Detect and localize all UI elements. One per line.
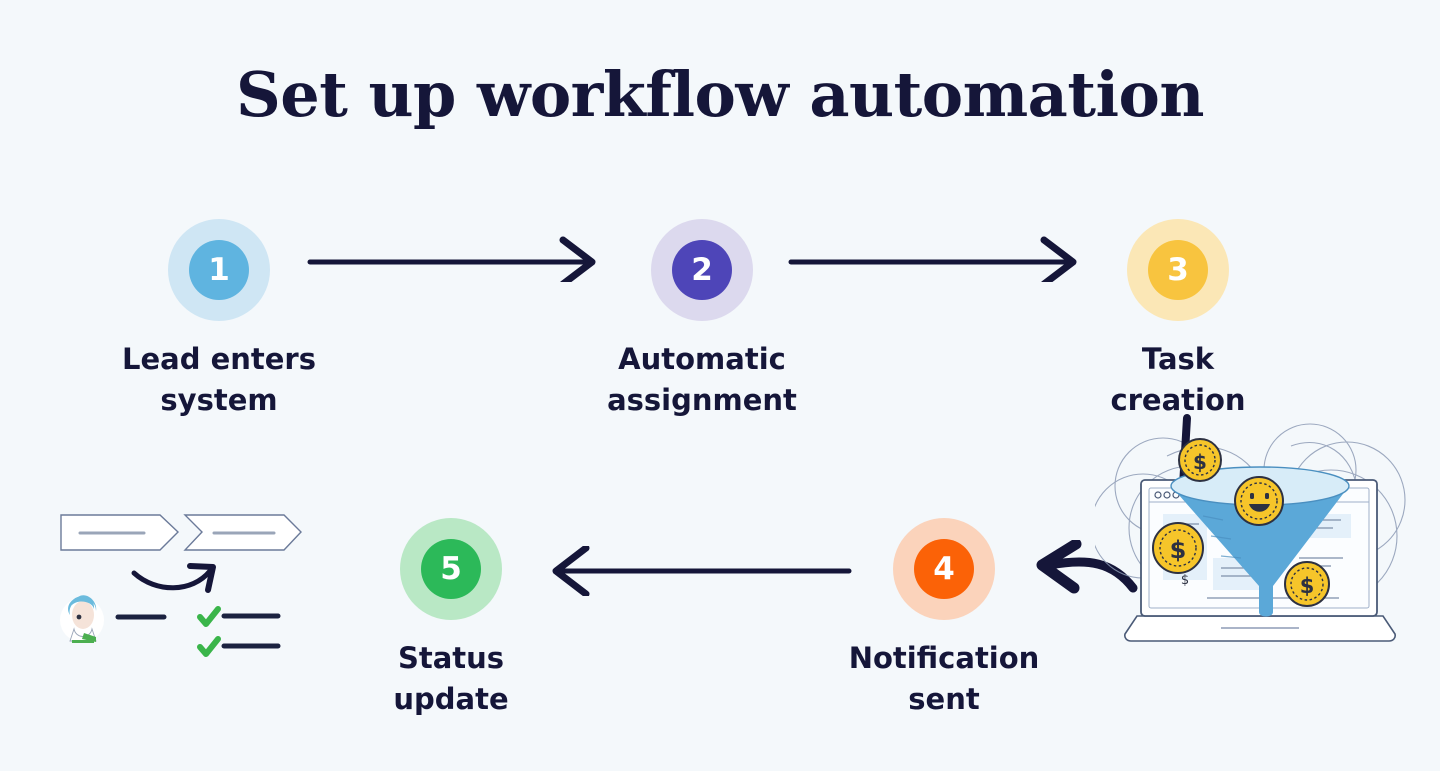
step-node-2[interactable]: 2 Automatic assignment bbox=[602, 219, 802, 421]
step-number-badge: 3 bbox=[1148, 240, 1208, 300]
arrow-step1-to-step2-icon bbox=[307, 236, 596, 282]
svg-text:$: $ bbox=[1181, 573, 1189, 588]
step-halo: 1 bbox=[168, 219, 270, 321]
step-node-1[interactable]: 1 Lead enters system bbox=[119, 219, 319, 421]
arrow-step4-to-step5-icon bbox=[552, 546, 852, 596]
coin-smiley-icon bbox=[1234, 476, 1284, 526]
workflow-checklist-illustration bbox=[60, 514, 302, 657]
svg-text:$: $ bbox=[1300, 574, 1315, 598]
step-halo: 5 bbox=[400, 518, 502, 620]
coin-dollar-icon: $ bbox=[1178, 438, 1222, 482]
step-node-3[interactable]: 3 Task creation bbox=[1078, 219, 1278, 421]
step-label: Automatic assignment bbox=[607, 342, 797, 418]
step-number-badge: 5 bbox=[421, 539, 481, 599]
checked-task-item bbox=[197, 606, 281, 627]
chevron-banner-icon bbox=[60, 514, 180, 551]
coin-dollar-icon: $ $ bbox=[1152, 522, 1204, 588]
arrow-funnel-to-step4-icon bbox=[1036, 540, 1138, 594]
step-label: Lead enters system bbox=[122, 342, 316, 418]
step-label: Notification sent bbox=[848, 641, 1040, 717]
curved-arrow-icon bbox=[131, 563, 216, 593]
arrow-step2-to-step3-icon bbox=[788, 236, 1077, 282]
coin-dollar-icon: $ bbox=[1284, 561, 1330, 607]
step-label: Status update bbox=[393, 641, 509, 717]
chevron-banner-icon bbox=[183, 514, 302, 551]
step-label: Task creation bbox=[1110, 342, 1246, 418]
avatar bbox=[60, 595, 104, 643]
page-title: Set up workflow automation bbox=[236, 58, 1204, 131]
laptop-sales-funnel-illustration: $ $ $ $ bbox=[1095, 414, 1406, 642]
checked-task-item bbox=[197, 636, 281, 657]
step-halo: 4 bbox=[893, 518, 995, 620]
step-halo: 3 bbox=[1127, 219, 1229, 321]
step-number-badge: 4 bbox=[914, 539, 974, 599]
step-number-badge: 1 bbox=[189, 240, 249, 300]
step-node-4[interactable]: 4 Notification sent bbox=[844, 518, 1044, 720]
svg-text:$: $ bbox=[1193, 450, 1207, 474]
svg-text:$: $ bbox=[1170, 536, 1187, 564]
step-number-badge: 2 bbox=[672, 240, 732, 300]
step-node-5[interactable]: 5 Status update bbox=[351, 518, 551, 720]
step-halo: 2 bbox=[651, 219, 753, 321]
